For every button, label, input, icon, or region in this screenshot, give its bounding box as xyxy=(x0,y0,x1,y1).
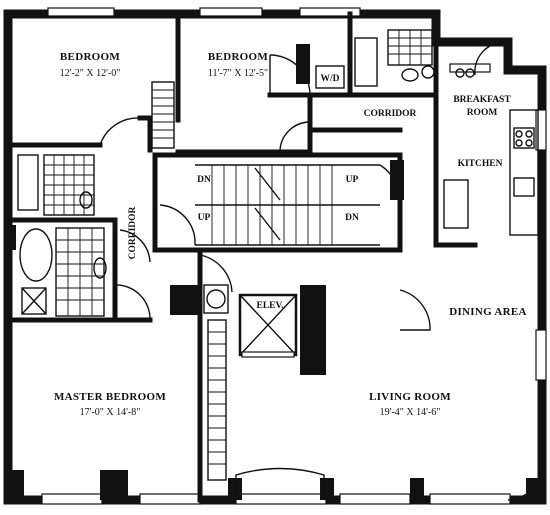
washer-dryer-label: W/D xyxy=(321,74,340,84)
bathroom-fixtures xyxy=(17,29,435,317)
corridor-left-label: CORRIDOR xyxy=(128,206,138,259)
living-dims: 19'-4" X 14'-6" xyxy=(380,407,441,418)
structural-columns xyxy=(8,44,542,500)
interior-walls xyxy=(7,11,478,503)
bedroom-1-dims: 12'-2" X 12'-0" xyxy=(60,68,121,79)
elevator xyxy=(238,293,298,358)
dining-label: DINING AREA xyxy=(449,306,527,318)
exterior-walls xyxy=(3,9,547,505)
bedroom-2-dims: 11'-7" X 12'-5" xyxy=(208,68,268,79)
corridor-right-label: CORRIDOR xyxy=(364,109,417,119)
living-label: LIVING ROOM xyxy=(369,391,451,403)
stair-up-right: UP xyxy=(346,175,359,185)
windows xyxy=(41,7,547,505)
breakfast-label-line1: BREAKFAST xyxy=(453,95,511,105)
breakfast-label-line2: ROOM xyxy=(467,108,498,118)
bay-window xyxy=(235,467,325,500)
elevator-label: ELEV. xyxy=(256,301,283,311)
bedroom-1-label: BEDROOM xyxy=(60,51,120,63)
stair-dn-right: DN xyxy=(345,213,359,223)
stair-up-left: UP xyxy=(198,213,211,223)
kitchen-fixtures xyxy=(443,68,539,236)
kitchen-label: KITCHEN xyxy=(458,159,503,169)
master-dims: 17'-0" X 14'-8" xyxy=(80,407,141,418)
staircase xyxy=(159,164,399,246)
door-swings xyxy=(9,41,541,501)
bedroom-2-label: BEDROOM xyxy=(208,51,268,63)
stair-dn-left: DN xyxy=(197,175,211,185)
master-label: MASTER BEDROOM xyxy=(54,391,166,403)
round-column xyxy=(203,284,229,314)
closets xyxy=(151,81,227,481)
room-labels: BEDROOM 12'-2" X 12'-0" BEDROOM 11'-7" X… xyxy=(54,51,527,418)
